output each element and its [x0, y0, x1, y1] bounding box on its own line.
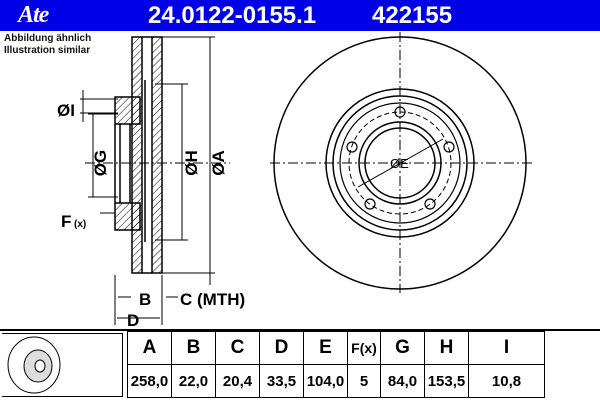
header-c: C: [215, 331, 260, 365]
value-c: 20,4: [215, 364, 260, 398]
label-d: D: [127, 311, 139, 330]
header-a: A: [127, 331, 172, 365]
header-g: G: [380, 331, 425, 365]
side-view: [80, 36, 230, 325]
header-b: B: [171, 331, 216, 365]
label-dia-i: ØI: [57, 101, 75, 120]
dimensions-table: A B C D E F(x) G H I 258,0 22,0 20,4 33,…: [127, 331, 545, 398]
label-dia-a: ØA: [209, 150, 228, 176]
label-dia-h: ØH: [182, 150, 201, 176]
value-e: 104,0: [303, 364, 348, 398]
value-g: 84,0: [380, 364, 425, 398]
label-c: C (MTH): [180, 290, 245, 309]
article-number: 422155: [372, 2, 453, 29]
disc-thumbnail: [2, 333, 123, 397]
label-f: F: [61, 212, 71, 231]
table-value-row: 258,0 22,0 20,4 33,5 104,0 5 84,0 153,5 …: [127, 364, 545, 398]
header-i: I: [468, 331, 545, 365]
note-de: Abbildung ähnlich: [4, 33, 92, 44]
brake-disc-icon: [7, 336, 61, 394]
value-i: 10,8: [468, 364, 545, 398]
label-dia-e: ØE: [390, 156, 409, 171]
technical-drawing: ØI ØG ØH ØA F (x) B C (MTH) D ØE: [57, 32, 532, 330]
table-divider: [0, 329, 600, 402]
header-f: F(x): [347, 331, 381, 365]
header-bar: Ate 24.0122-0155.1 422155: [0, 0, 600, 31]
part-number: 24.0122-0155.1: [148, 2, 317, 29]
value-d: 33,5: [259, 364, 304, 398]
illustration-note: Abbildung ähnlich Illustration similar: [4, 33, 91, 57]
brand-logo: Ate: [18, 2, 49, 28]
header-d: D: [259, 331, 304, 365]
value-h: 153,5: [424, 364, 469, 398]
label-b: B: [139, 290, 151, 309]
label-dia-g: ØG: [91, 150, 110, 176]
value-b: 22,0: [171, 364, 216, 398]
front-view: [270, 32, 532, 293]
header-e: E: [303, 331, 348, 365]
table-header-row: A B C D E F(x) G H I: [127, 331, 545, 365]
note-en: Illustration similar: [4, 45, 91, 56]
header-h: H: [424, 331, 469, 365]
value-f: 5: [347, 364, 381, 398]
label-f-sub: (x): [74, 219, 86, 230]
value-a: 258,0: [127, 364, 172, 398]
